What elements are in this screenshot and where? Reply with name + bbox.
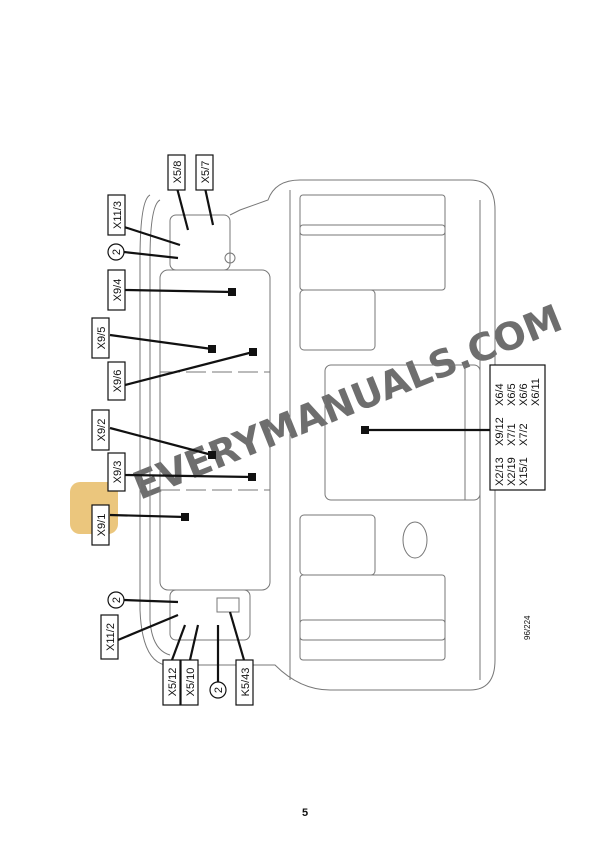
- label-x9-6: X9/6: [107, 361, 126, 401]
- svg-text:X9/3: X9/3: [112, 461, 124, 484]
- label-x9-5: X9/5: [91, 317, 110, 359]
- figure-reference: 96/224: [523, 615, 532, 640]
- svg-text:X9/1: X9/1: [96, 514, 108, 537]
- label-x5-10: X5/10: [180, 659, 199, 706]
- leader-lines: [109, 187, 490, 682]
- svg-text:X9/2: X9/2: [96, 419, 108, 442]
- label-x5-7: X5/7: [195, 154, 214, 191]
- svg-text:2: 2: [111, 597, 123, 603]
- svg-text:X11/3: X11/3: [112, 201, 124, 229]
- svg-text:X11/2: X11/2: [105, 623, 117, 651]
- svg-text:X5/7: X5/7: [200, 161, 212, 184]
- label-x9-2: X9/2: [91, 409, 110, 451]
- svg-text:K5/43: K5/43: [240, 668, 252, 697]
- col1-line1: X2/13: [494, 457, 506, 486]
- label-k5-43: K5/43: [235, 659, 254, 706]
- svg-text:X9/6: X9/6: [112, 370, 124, 393]
- label-x9-4: X9/4: [107, 269, 126, 311]
- circle-label-2-top: 2: [107, 243, 125, 261]
- svg-text:X9/5: X9/5: [96, 327, 108, 350]
- circle-label-2-bottom: 2: [209, 681, 227, 699]
- svg-text:X9/4: X9/4: [112, 279, 124, 302]
- col3-line1: X6/4: [494, 383, 506, 406]
- svg-text:2: 2: [213, 687, 225, 693]
- col3-line3: X6/6: [518, 383, 530, 406]
- dashboard-outline: [139, 179, 496, 691]
- label-x9-3: X9/3: [107, 452, 126, 492]
- right-connector-box: X2/13 X2/19 X15/1 X9/12 X7/1 X7/2 X6/4 X…: [489, 364, 546, 491]
- col1-line2: X2/19: [506, 457, 518, 486]
- svg-text:X5/8: X5/8: [172, 161, 184, 184]
- label-x5-8: X5/8: [167, 154, 186, 191]
- col2-line2: X7/1: [506, 423, 518, 446]
- svg-text:X5/12: X5/12: [167, 668, 179, 697]
- col2-line3: X7/2: [518, 423, 530, 446]
- label-x11-2: X11/2: [100, 614, 119, 660]
- svg-text:2: 2: [111, 249, 123, 255]
- label-x9-1: X9/1: [91, 504, 110, 546]
- col3-line2: X6/5: [506, 383, 518, 406]
- page-number: 5: [302, 807, 308, 819]
- svg-text:X5/10: X5/10: [185, 668, 197, 697]
- circle-label-2-left: 2: [107, 591, 125, 609]
- label-x5-12: X5/12: [162, 659, 181, 706]
- label-x11-3: X11/3: [107, 194, 126, 236]
- col3-line4: X6/11: [530, 378, 542, 406]
- col1-line3: X15/1: [518, 457, 530, 486]
- col2-line1: X9/12: [494, 417, 506, 446]
